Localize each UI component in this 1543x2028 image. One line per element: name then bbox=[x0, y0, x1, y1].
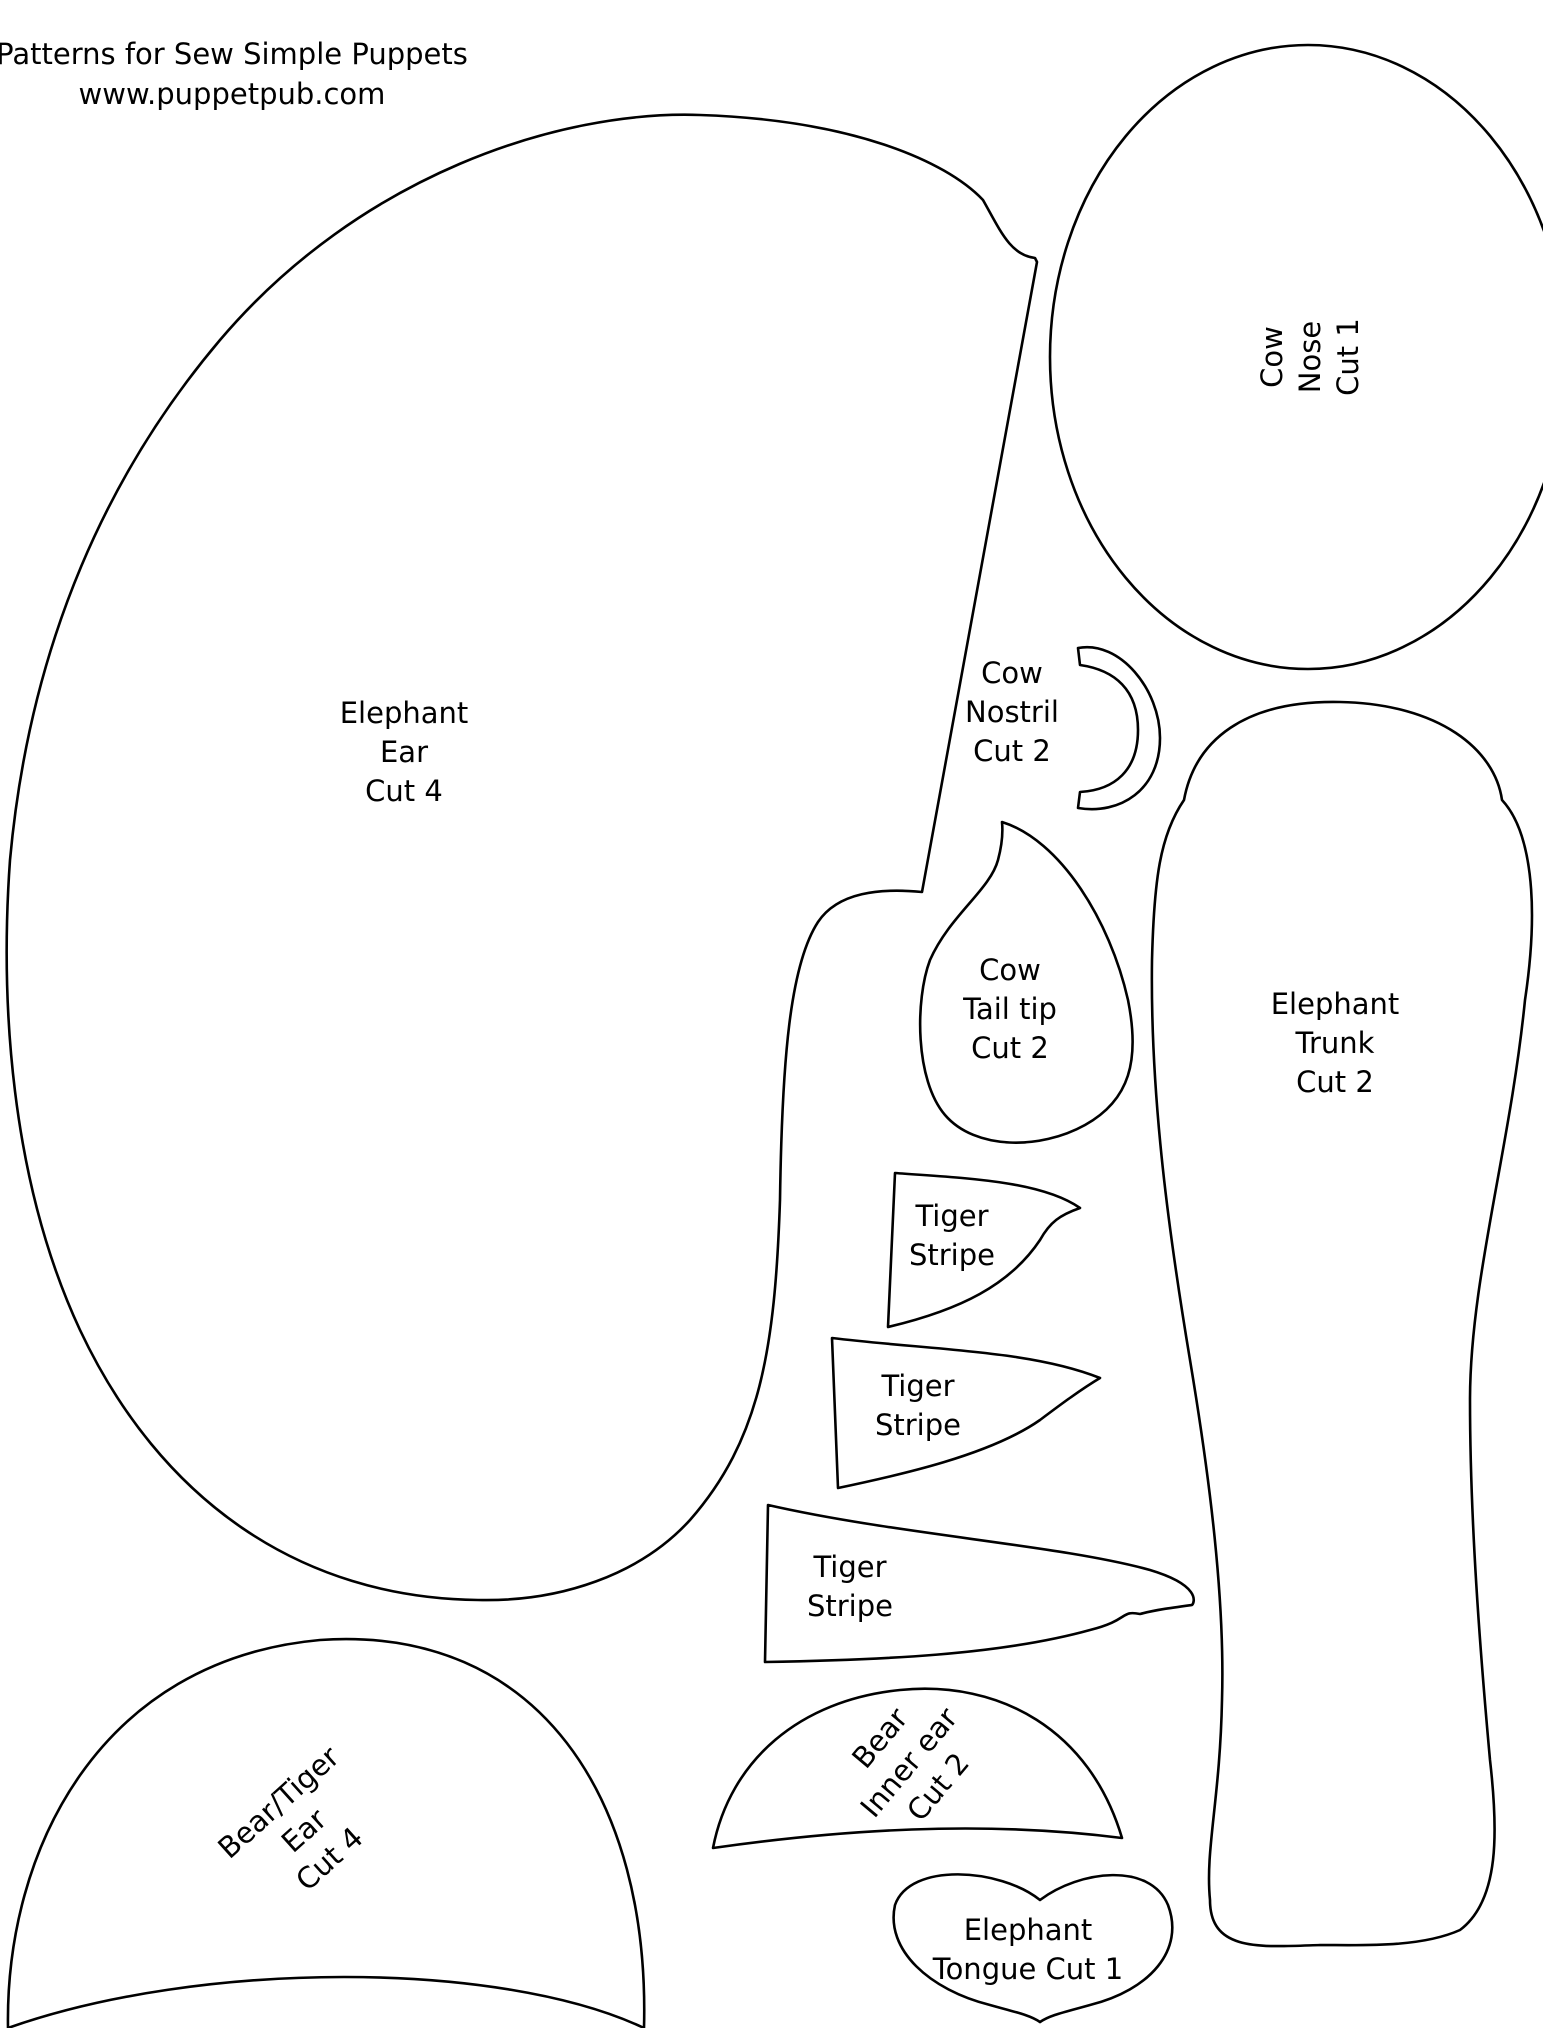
tiger-stripe-1-label-2: Stripe bbox=[909, 1238, 995, 1272]
elephant-ear-label-1: Elephant bbox=[340, 696, 469, 730]
cow-nostril-label-3: Cut 2 bbox=[973, 734, 1051, 768]
elephant-tongue-label-2: Tongue Cut 1 bbox=[932, 1952, 1123, 1986]
tiger-stripe-1-label-1: Tiger bbox=[914, 1199, 988, 1233]
bear-inner-ear-piece: Bear Inner ear Cut 2 bbox=[711, 1687, 1124, 1850]
sheet-title: Patterns for Sew Simple Puppets bbox=[0, 37, 468, 71]
elephant-trunk-piece: Elephant Trunk Cut 2 bbox=[1150, 700, 1534, 1948]
cow-nose-piece: Cow Nose Cut 1 bbox=[1048, 43, 1543, 671]
cow-nose-label-2: Nose bbox=[1293, 321, 1327, 393]
elephant-ear-label-3: Cut 4 bbox=[365, 774, 443, 808]
tiger-stripe-3-label-2: Stripe bbox=[807, 1589, 893, 1623]
cow-tail-tip-label-3: Cut 2 bbox=[971, 1031, 1049, 1065]
cow-tail-tip-label-2: Tail tip bbox=[962, 992, 1057, 1026]
cow-nostril-piece: Cow Nostril Cut 2 bbox=[965, 645, 1162, 811]
tiger-stripe-2-label-1: Tiger bbox=[880, 1369, 954, 1403]
elephant-ear-label-2: Ear bbox=[380, 735, 428, 769]
elephant-trunk-label-2: Trunk bbox=[1295, 1026, 1375, 1060]
elephant-ear-piece: Elephant Ear Cut 4 bbox=[5, 113, 1039, 1602]
elephant-trunk-label-1: Elephant bbox=[1271, 987, 1400, 1021]
tiger-stripe-piece-1: Tiger Stripe bbox=[886, 1171, 1082, 1329]
cow-nostril-label-1: Cow bbox=[981, 656, 1043, 690]
tiger-stripe-2-label-2: Stripe bbox=[875, 1408, 961, 1442]
elephant-tongue-label-1: Elephant bbox=[964, 1913, 1093, 1947]
cow-nostril-label-2: Nostril bbox=[965, 695, 1059, 729]
cow-nose-label-3: Cut 1 bbox=[1331, 318, 1365, 396]
tiger-stripe-3-label-1: Tiger bbox=[812, 1550, 886, 1584]
tiger-stripe-piece-2: Tiger Stripe bbox=[830, 1336, 1102, 1490]
elephant-trunk-label-3: Cut 2 bbox=[1296, 1065, 1374, 1099]
cow-nose-label-1: Cow bbox=[1255, 326, 1289, 388]
cow-tail-tip-label-1: Cow bbox=[979, 953, 1041, 987]
tiger-stripe-piece-3: Tiger Stripe bbox=[763, 1503, 1195, 1664]
elephant-tongue-piece: Elephant Tongue Cut 1 bbox=[892, 1873, 1174, 2024]
bear-tiger-ear-piece: Bear/Tiger Ear Cut 4 bbox=[6, 1637, 646, 2028]
cow-tail-tip-piece: Cow Tail tip Cut 2 bbox=[918, 820, 1134, 1144]
sheet-url: www.puppetpub.com bbox=[79, 77, 386, 111]
